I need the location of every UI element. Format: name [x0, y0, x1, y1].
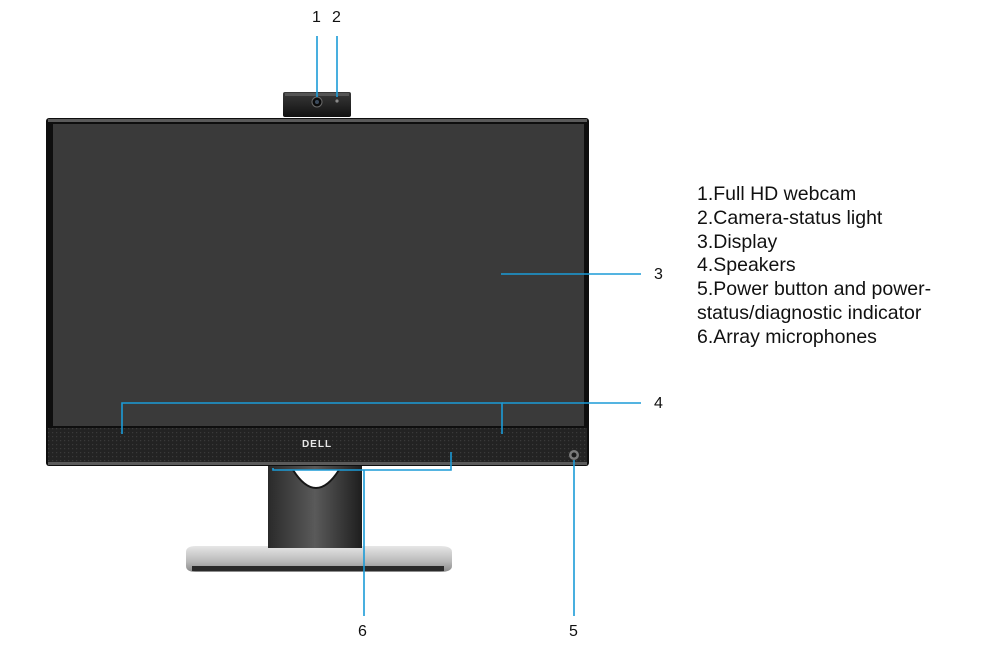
- callout-lines: [121, 36, 641, 616]
- legend-item-display: 3.Display: [697, 230, 778, 253]
- legend-item-power: 5.Power button and power-: [697, 278, 932, 301]
- speaker-bar: [48, 428, 587, 465]
- callout-number-2: 2: [332, 9, 341, 26]
- callout-number-3: 3: [654, 266, 663, 283]
- callout-number-6: 6: [358, 623, 367, 640]
- stand-base: [186, 546, 452, 572]
- legend-item-power-continued: status/diagnostic indicator: [697, 301, 922, 324]
- callout-line-4: [121, 402, 503, 434]
- legend-item-webcam: 1.Full HD webcam: [697, 183, 857, 205]
- component-legend: 1.Full HD webcam 2.Camera-status light 3…: [697, 183, 931, 350]
- callout-number-4: 4: [654, 395, 663, 412]
- legend-item-speakers: 4.Speakers: [697, 254, 796, 277]
- legend-item-camera-light: 2.Camera-status light: [697, 206, 883, 229]
- power-button: [569, 450, 579, 460]
- dell-logo: DELL: [301, 439, 333, 450]
- stand-neck: [268, 462, 362, 548]
- display-screen: [53, 124, 584, 426]
- callout-number-5: 5: [569, 623, 578, 640]
- legend-item-microphones: 6.Array microphones: [697, 325, 877, 348]
- callout-line-6: [272, 452, 452, 471]
- callout-number-1: 1: [312, 9, 321, 26]
